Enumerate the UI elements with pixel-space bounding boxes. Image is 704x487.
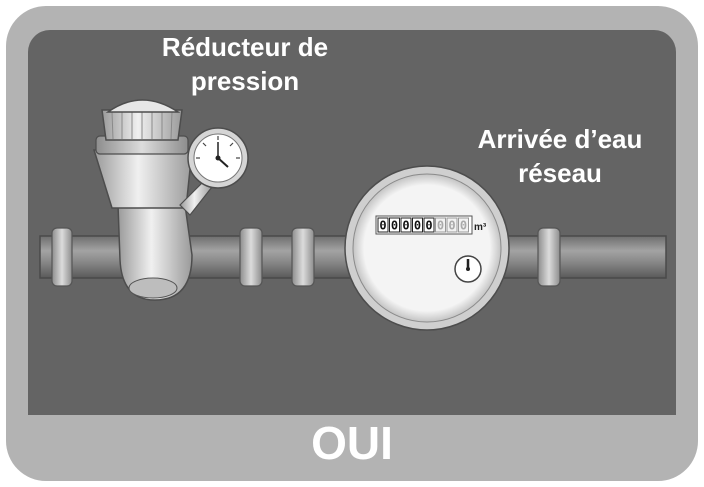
meter-digit-cell: [435, 217, 446, 233]
meter-digit: 0: [414, 219, 421, 233]
meter-digit: 0: [448, 219, 455, 233]
pipe-clamp-icon: [239, 227, 263, 287]
meter-digit: 0: [460, 219, 467, 233]
water-inlet-label: Arrivée d’eau réseau: [455, 122, 665, 190]
pipe-clamp-icon: [291, 227, 315, 287]
meter-digit: 0: [437, 219, 444, 233]
meter-digit-cell: [423, 217, 435, 233]
meter-digit-cell: [400, 217, 412, 233]
water-inlet-label-line1: Arrivée d’eau: [477, 124, 643, 154]
meter-digit: 0: [425, 219, 432, 233]
answer-banner: OUI: [311, 417, 393, 469]
meter-digit-cell: [412, 217, 423, 233]
meter-digit-cell: [446, 217, 458, 233]
pressure-reducer-label-line1: Réducteur de: [161, 32, 329, 62]
meter-digit: 0: [379, 219, 386, 233]
meter-digit: 0: [391, 219, 398, 233]
pipe-clamp-icon: [51, 227, 73, 287]
meter-digit: 0: [402, 219, 409, 233]
pipe-clamp-icon: [537, 227, 561, 287]
water-inlet-label-line2: réseau: [518, 158, 602, 188]
meter-digit-cell: [377, 217, 389, 233]
pressure-reducer-label: Réducteur de pression: [130, 30, 360, 98]
pressure-gauge-icon: [187, 127, 249, 189]
pressure-reducer-icon: [92, 99, 213, 301]
meter-digit-cell: [458, 217, 469, 233]
meter-digit-cell: [389, 217, 400, 233]
pressure-reducer-label-line2: pression: [190, 66, 300, 96]
meter-unit: m³: [474, 222, 487, 233]
